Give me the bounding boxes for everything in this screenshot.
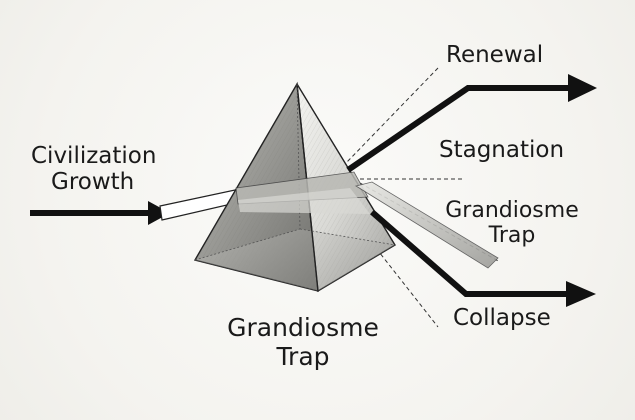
input-label: Civilization Growth [31, 143, 156, 196]
output-collapse-label: Collapse [453, 305, 551, 331]
prism-label: Grandiosme Trap [218, 313, 388, 372]
input-arrow [30, 201, 170, 225]
trap-beam [354, 181, 499, 269]
output-stagnation-label: Stagnation [439, 137, 565, 163]
guide-renewal [346, 67, 439, 163]
prism-label-line-2: Trap [276, 341, 330, 371]
collapse-arrow [370, 209, 596, 307]
output-trap-label-line-1: Grandiosme [445, 198, 579, 223]
output-renewal-label: Renewal [446, 42, 544, 68]
input-label-line-1: Civilization [31, 143, 157, 169]
renewal-arrow [346, 74, 597, 173]
output-trap-label-line-2: Trap [488, 223, 536, 249]
guide-collapse [371, 242, 439, 328]
prism-label-line-1: Grandiosme [227, 313, 379, 342]
input-label-line-2: Growth [51, 169, 135, 196]
output-trap-label: Grandiosme Trap [432, 198, 592, 249]
